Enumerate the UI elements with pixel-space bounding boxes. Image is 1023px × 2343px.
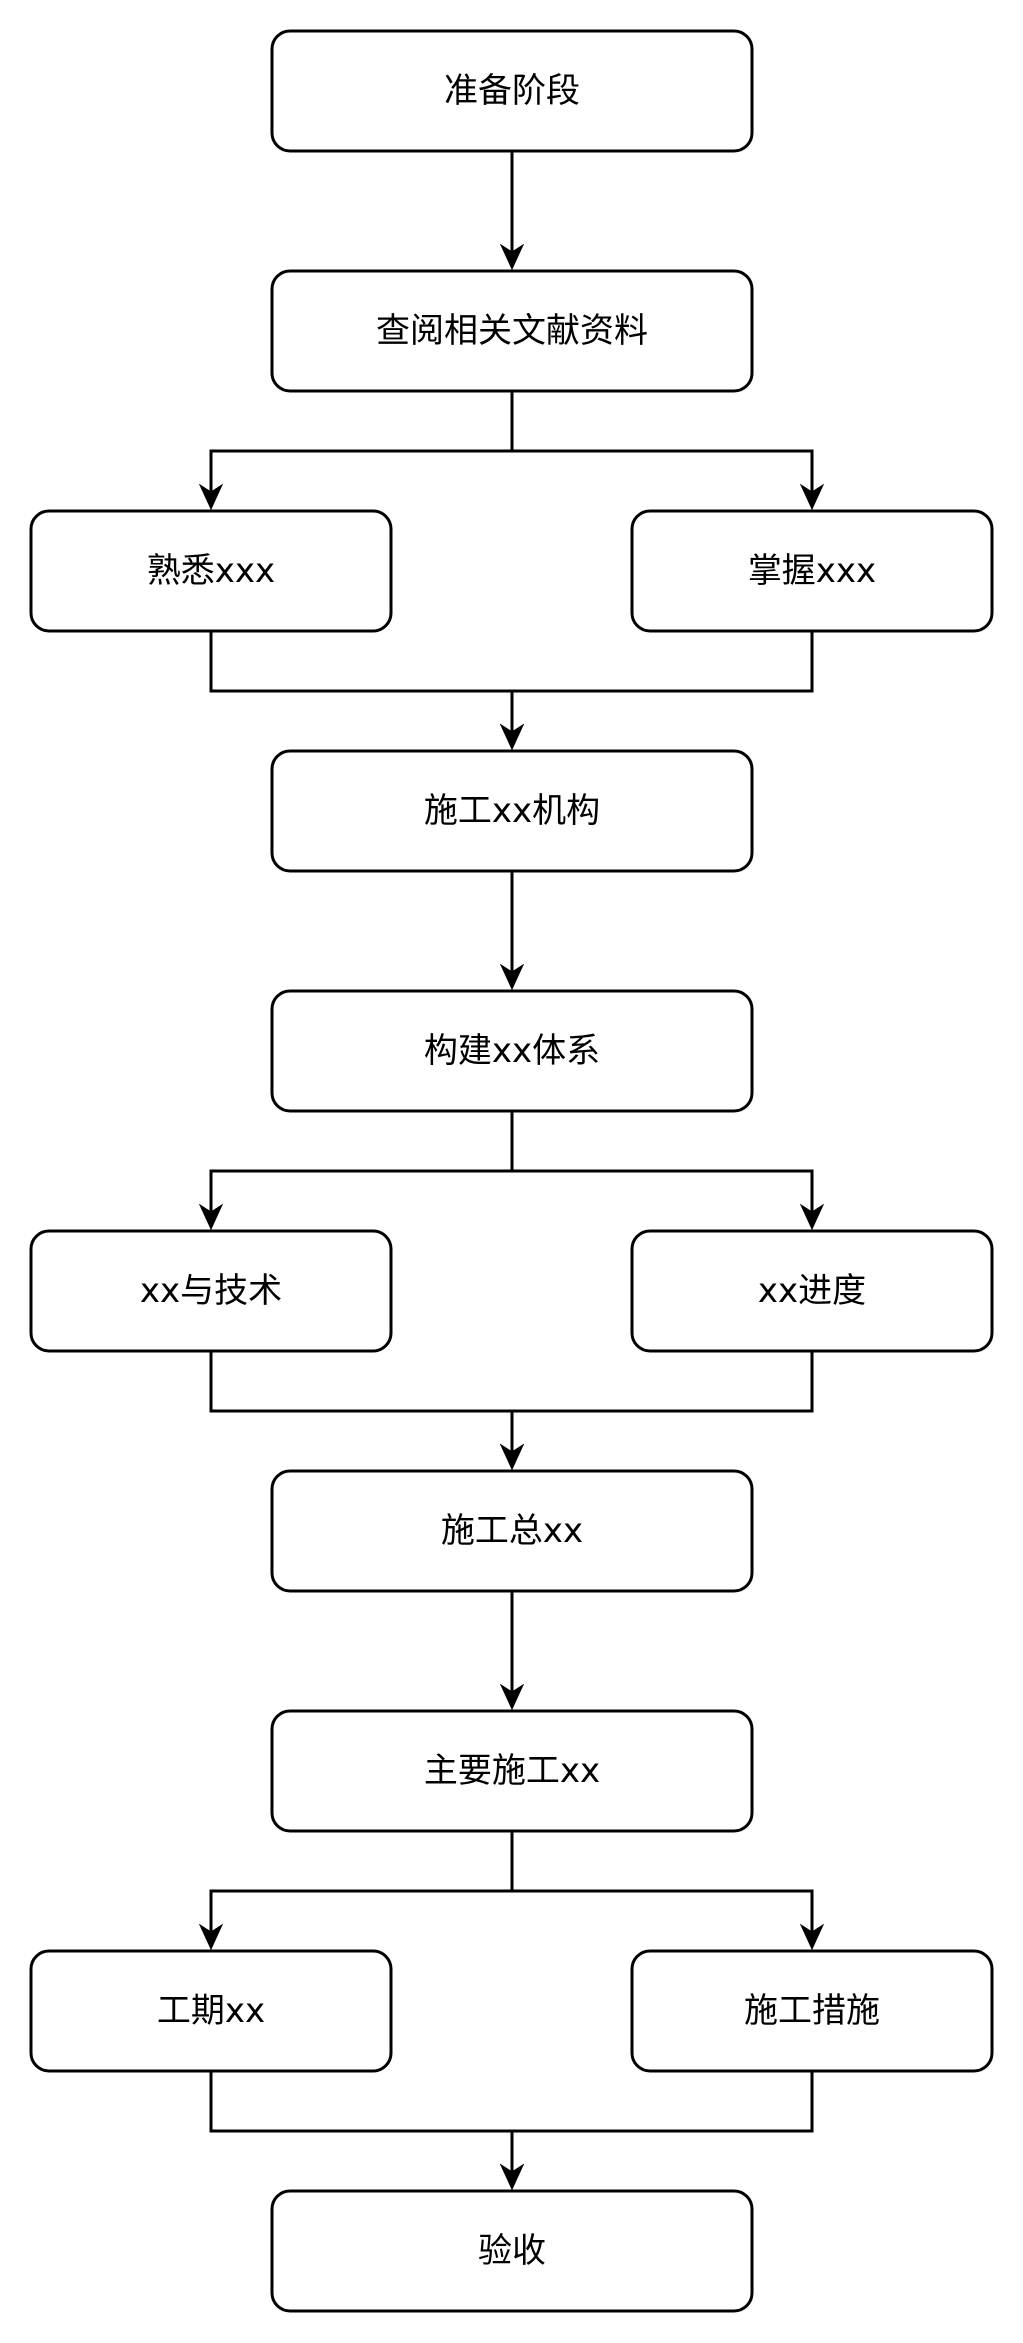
node-general: 施工总xx bbox=[270, 1469, 754, 1593]
node-period: 工期xx bbox=[29, 1949, 393, 2073]
node-system: 构建xx体系 bbox=[270, 989, 754, 1113]
edge-period-to-accept bbox=[209, 2071, 514, 2175]
edge-system-to-progress bbox=[510, 1111, 814, 1215]
edge-system-to-tech bbox=[209, 1111, 514, 1215]
edge-main-to-measures-arrowhead bbox=[799, 1923, 825, 1951]
node-accept: 验收 bbox=[270, 2189, 754, 2313]
edge-measures-to-accept bbox=[510, 2071, 814, 2175]
edge-progress-to-general-arrowhead bbox=[499, 1443, 525, 1471]
edge-lit-to-master-arrowhead bbox=[799, 483, 825, 511]
node-familiar: 熟悉xxx bbox=[29, 509, 393, 633]
node-tech-label: xx与技术 bbox=[140, 1271, 282, 1311]
node-measures: 施工措施 bbox=[630, 1949, 994, 2073]
node-org-label: 施工xx机构 bbox=[424, 791, 600, 831]
edge-lit-to-familiar-arrowhead bbox=[198, 483, 224, 511]
node-familiar-label: 熟悉xxx bbox=[147, 551, 275, 591]
edge-master-to-org bbox=[510, 631, 814, 735]
node-period-label: 工期xx bbox=[157, 1991, 265, 2031]
edge-lit-to-familiar bbox=[209, 391, 514, 495]
node-progress-label: xx进度 bbox=[758, 1271, 866, 1311]
edge-general-to-main-arrowhead bbox=[499, 1683, 525, 1711]
node-tech: xx与技术 bbox=[29, 1229, 393, 1353]
node-main: 主要施工xx bbox=[270, 1709, 754, 1833]
edge-master-to-org-arrowhead bbox=[499, 723, 525, 751]
node-org: 施工xx机构 bbox=[270, 749, 754, 873]
edge-prep-to-lit-arrowhead bbox=[499, 243, 525, 271]
node-master: 掌握xxx bbox=[630, 509, 994, 633]
node-prep: 准备阶段 bbox=[270, 29, 754, 153]
edge-lit-to-master bbox=[510, 391, 814, 495]
node-general-label: 施工总xx bbox=[441, 1511, 583, 1551]
edge-tech-to-general bbox=[209, 1351, 514, 1455]
node-lit-label: 查阅相关文献资料 bbox=[376, 311, 648, 351]
node-system-label: 构建xx体系 bbox=[424, 1031, 600, 1071]
edge-main-to-period bbox=[209, 1831, 514, 1935]
node-lit: 查阅相关文献资料 bbox=[270, 269, 754, 393]
node-master-label: 掌握xxx bbox=[748, 551, 876, 591]
edge-system-to-progress-arrowhead bbox=[799, 1203, 825, 1231]
edge-progress-to-general bbox=[510, 1351, 814, 1455]
node-main-label: 主要施工xx bbox=[424, 1751, 600, 1791]
edge-main-to-measures bbox=[510, 1831, 814, 1935]
edge-familiar-to-org bbox=[209, 631, 514, 735]
edge-main-to-period-arrowhead bbox=[198, 1923, 224, 1951]
edge-system-to-tech-arrowhead bbox=[198, 1203, 224, 1231]
edge-measures-to-accept-arrowhead bbox=[499, 2163, 525, 2191]
node-prep-label: 准备阶段 bbox=[444, 71, 580, 111]
node-progress: xx进度 bbox=[630, 1229, 994, 1353]
node-measures-label: 施工措施 bbox=[744, 1991, 880, 2031]
connectors bbox=[198, 151, 825, 2191]
node-accept-label: 验收 bbox=[478, 2231, 546, 2271]
edge-org-to-system-arrowhead bbox=[499, 963, 525, 991]
